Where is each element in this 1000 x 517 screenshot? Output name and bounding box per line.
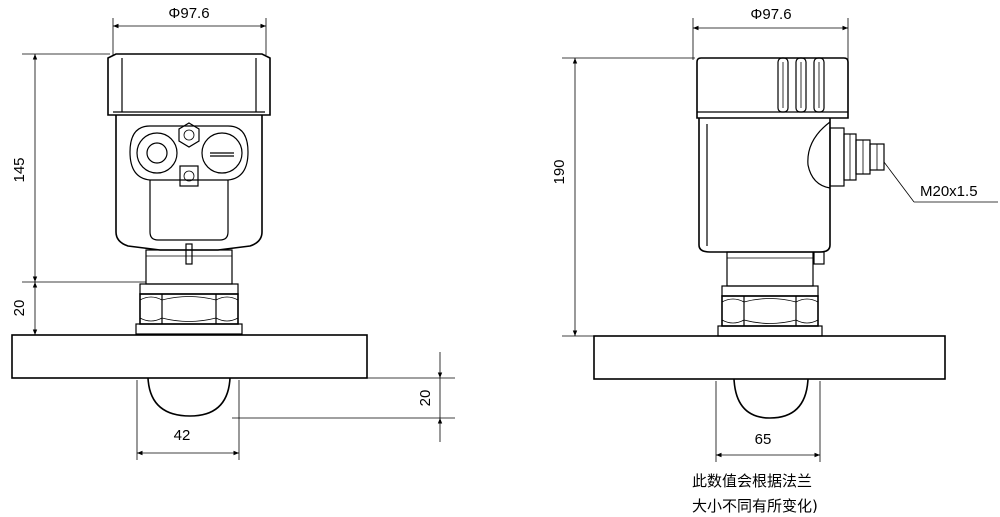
front-antenna-height-dimension: 20 bbox=[232, 352, 455, 442]
side-antenna-width-dimension: 65 bbox=[715, 381, 821, 462]
side-antenna bbox=[733, 378, 809, 419]
cable-gland: M20x1.5 bbox=[829, 127, 998, 203]
side-antenna-width-label: 65 bbox=[755, 431, 772, 448]
front-height-20-label: 20 bbox=[11, 300, 28, 317]
front-height-dimensions: 145 20 bbox=[11, 53, 146, 336]
front-flange bbox=[11, 334, 368, 379]
front-antenna-width-label: 42 bbox=[174, 427, 191, 444]
front-housing bbox=[115, 115, 263, 265]
side-height-190-label: 190 bbox=[551, 159, 568, 184]
front-top-dimension: Φ97.6 bbox=[112, 5, 267, 55]
note-line-2: 大小不同有所变化) bbox=[692, 497, 818, 515]
side-flange bbox=[593, 335, 946, 380]
front-cap bbox=[107, 53, 271, 116]
front-neck-nut bbox=[135, 249, 243, 335]
front-antenna bbox=[147, 377, 231, 417]
side-height-dimension: 190 bbox=[551, 57, 695, 337]
front-view: Φ97.6 bbox=[11, 5, 455, 460]
note-line-1: 此数值会根据法兰 bbox=[692, 472, 812, 490]
cable-gland-label: M20x1.5 bbox=[920, 183, 978, 200]
side-top-width-label: Φ97.6 bbox=[750, 6, 791, 23]
side-cap bbox=[696, 57, 849, 119]
front-top-width-label: Φ97.6 bbox=[168, 5, 209, 22]
side-housing bbox=[698, 118, 831, 265]
side-neck-nut bbox=[717, 251, 823, 337]
side-top-dimension: Φ97.6 bbox=[692, 6, 849, 60]
front-antenna-width-dimension: 42 bbox=[136, 380, 240, 460]
side-view: Φ97.6 bbox=[551, 6, 998, 515]
front-antenna-height-label: 20 bbox=[417, 390, 434, 407]
front-height-145-label: 145 bbox=[11, 157, 28, 182]
